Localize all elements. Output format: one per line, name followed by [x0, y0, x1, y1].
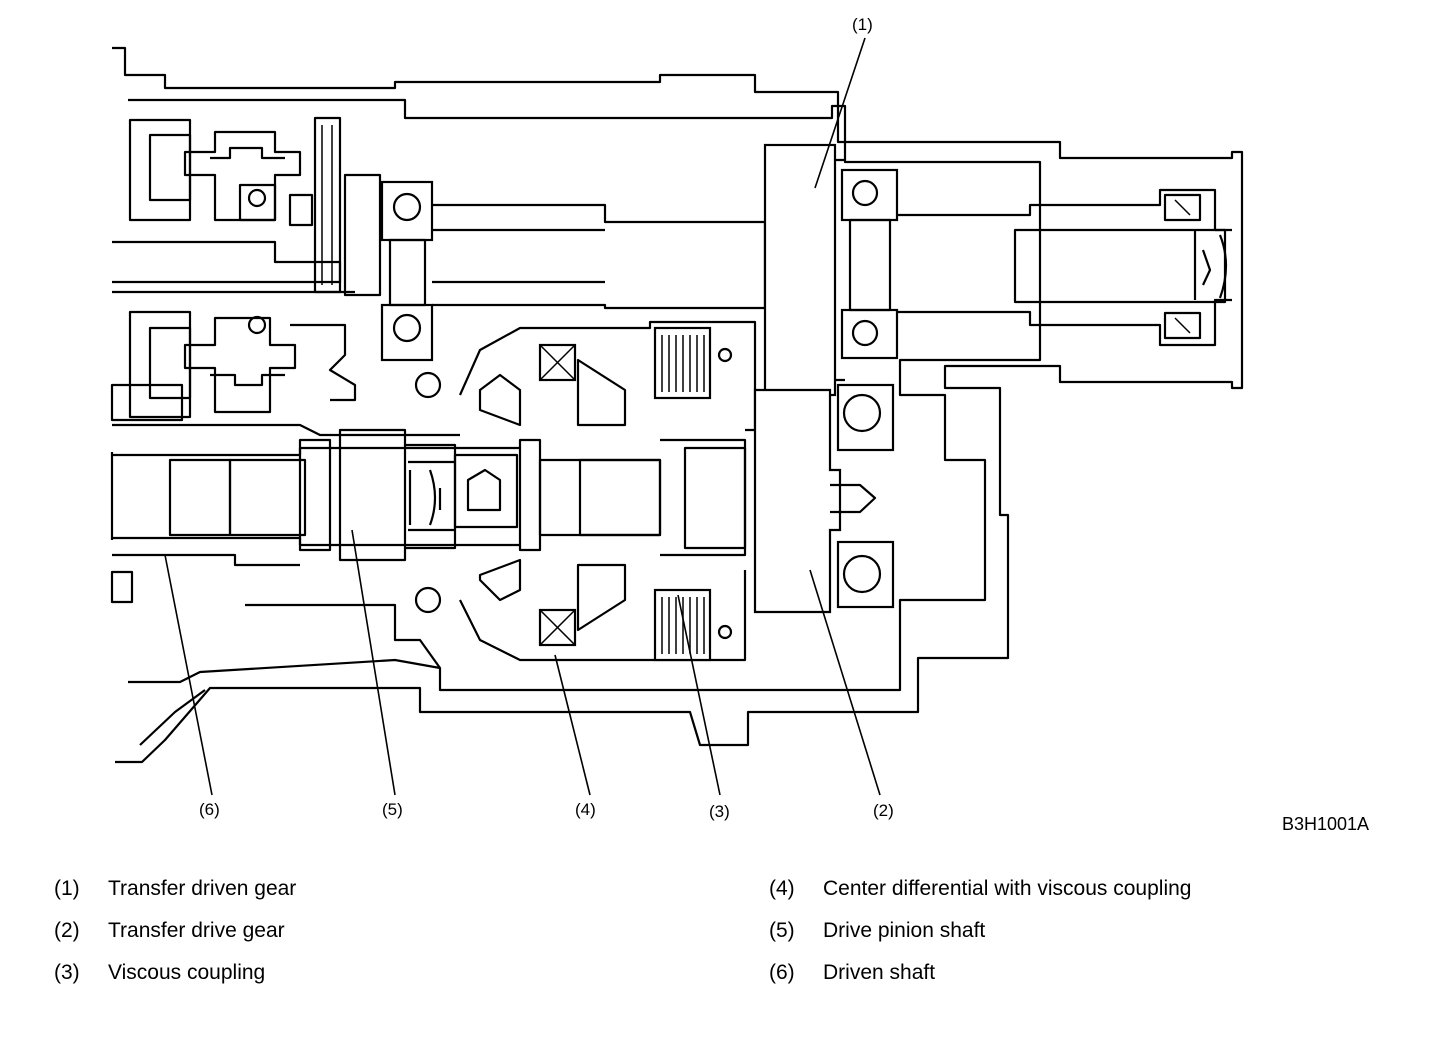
drive-pinion-shaft — [110, 428, 520, 604]
legend-number: (3) — [54, 961, 80, 984]
leader-6 — [164, 554, 213, 796]
viscous-coupling — [653, 326, 733, 662]
left-bearing — [380, 180, 434, 362]
legend-number: (1) — [54, 877, 80, 900]
housing-outline — [112, 46, 1244, 764]
callout-6: (6) — [199, 800, 220, 819]
legend-number: (4) — [769, 877, 795, 900]
legend-label: Transfer driven gear — [108, 877, 297, 900]
leader-4 — [554, 654, 591, 796]
callout-1: (1) — [852, 15, 873, 34]
legend-item: (4) Center differential with viscous cou… — [769, 868, 1191, 910]
legend-label: Viscous coupling — [108, 961, 266, 984]
transfer-drive-gear — [753, 388, 877, 614]
legend-number: (5) — [769, 919, 795, 942]
legend-item: (6) Driven shaft — [769, 952, 1191, 994]
callout-3: (3) — [709, 802, 730, 821]
legend-label: Transfer drive gear — [108, 919, 285, 942]
legend-right-column: (4) Center differential with viscous cou… — [769, 868, 1191, 994]
callout-2: (2) — [873, 801, 894, 820]
upper-gear-train — [112, 116, 382, 297]
small-bearing-upper — [414, 371, 442, 399]
leader-3 — [677, 594, 721, 796]
legend-item: (5) Drive pinion shaft — [769, 910, 1191, 952]
leader-2 — [809, 569, 881, 796]
legend-label: Center differential with viscous couplin… — [823, 877, 1192, 900]
center-differential — [458, 320, 757, 662]
leader-1 — [814, 37, 866, 189]
legend-item: (2) Transfer drive gear — [54, 910, 296, 952]
figure-id: B3H1001A — [1282, 814, 1370, 834]
lower-housing-flange — [128, 658, 441, 746]
callout-4: (4) — [575, 800, 596, 819]
legend-number: (6) — [769, 961, 795, 984]
right-bearings — [836, 168, 899, 609]
transfer-driven-gear — [763, 143, 845, 397]
leader-5 — [351, 529, 396, 796]
transfer-cross-section-diagram: (1) (6) (5) (4) (3) (2) — [110, 15, 1244, 821]
lower-gear-train — [110, 310, 460, 437]
legend-label: Driven shaft — [823, 961, 936, 984]
legend-item: (1) Transfer driven gear — [54, 868, 296, 910]
legend-label: Drive pinion shaft — [823, 919, 986, 942]
legend-number: (2) — [54, 919, 80, 942]
small-bearing-lower — [414, 586, 442, 614]
callout-5: (5) — [382, 800, 403, 819]
output-shaft — [897, 188, 1232, 347]
upper-main-shaft — [432, 203, 767, 310]
legend-item: (3) Viscous coupling — [54, 952, 296, 994]
housing-inner-wall — [128, 98, 1042, 692]
legend-left-column: (1) Transfer driven gear (2) Transfer dr… — [54, 868, 296, 994]
